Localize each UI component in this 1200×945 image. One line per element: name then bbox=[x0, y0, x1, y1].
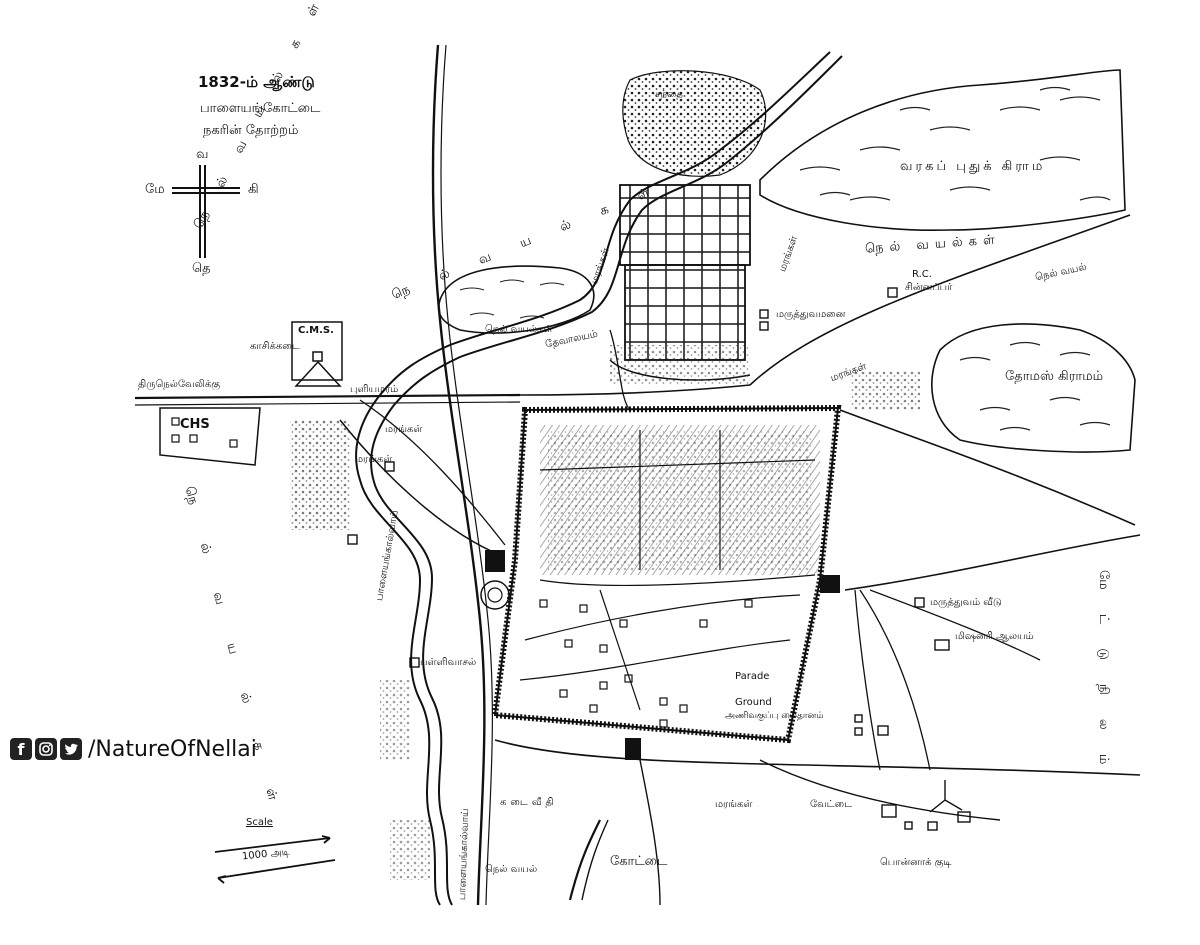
label-parade-tamil: அணிவகுப்பு மைதானம் bbox=[725, 711, 824, 721]
map-title-line-3: நகரின் தோற்றம் bbox=[203, 123, 299, 138]
label-tamarind: புளியமரம் bbox=[350, 384, 399, 395]
label-south-gate: கோட்டை bbox=[610, 854, 668, 869]
west-road bbox=[134, 393, 521, 400]
label-varagu-village: வரகப் புதுக் கிராம bbox=[900, 159, 1046, 174]
label-nel-vayalgal-3: நெல் வயல்கள் bbox=[485, 324, 553, 335]
twitter-icon[interactable] bbox=[60, 738, 82, 760]
scale-label: Scale bbox=[246, 817, 273, 828]
instagram-icon[interactable] bbox=[35, 738, 57, 760]
label-parade: Parade bbox=[735, 671, 770, 682]
chs-compound bbox=[159, 407, 261, 466]
compass-south: தெ bbox=[192, 261, 211, 276]
cms-compound bbox=[291, 321, 343, 387]
label-marangal-south: மரங்கள் bbox=[715, 799, 753, 810]
northeast-hill bbox=[759, 69, 1126, 232]
label-cms: C.M.S. bbox=[298, 325, 334, 336]
compass bbox=[172, 165, 240, 258]
label-mosque: பள்ளிவாசல் bbox=[420, 657, 477, 668]
label-marangal-3: மரங்கள் bbox=[385, 424, 423, 435]
label-east-fields: மே ட் டு நி ல ம் bbox=[1096, 570, 1111, 775]
east-hill bbox=[931, 323, 1136, 453]
label-bazaar: கடைவீதி bbox=[500, 797, 558, 808]
west-hill bbox=[437, 265, 595, 334]
label-marangal-4: மரங்கள் bbox=[355, 454, 393, 465]
fort bbox=[485, 404, 842, 760]
label-maruthuvam: மருத்துவம் வீடு bbox=[930, 597, 1002, 608]
label-tirunelveli-road: திருநெல்வேலிக்கு bbox=[138, 379, 221, 390]
label-kasikadai: காசிக்கடை bbox=[250, 341, 300, 352]
label-hospital: மருத்துவமனை bbox=[776, 309, 846, 320]
label-market: சந்தை bbox=[655, 89, 683, 100]
label-thomas-village: தோமஸ் கிராமம் bbox=[1005, 369, 1104, 384]
town-grid-north bbox=[619, 184, 751, 266]
scale-bar bbox=[214, 835, 336, 884]
compass-east: கி bbox=[248, 182, 259, 197]
compass-west: மே bbox=[145, 182, 165, 197]
label-nel-vayal-south: நெல் வயல் bbox=[485, 864, 538, 875]
label-vetrivel: வேட்டை bbox=[810, 799, 853, 810]
label-ground: Ground bbox=[735, 697, 772, 708]
watermark: f /NatureOfNellai bbox=[10, 734, 257, 764]
north-grove bbox=[622, 70, 767, 177]
label-chs: CHS bbox=[180, 417, 210, 432]
river bbox=[355, 51, 843, 906]
facebook-icon[interactable]: f bbox=[10, 738, 32, 760]
label-missionary: மிஷனரி ஆலயம் bbox=[955, 631, 1034, 642]
map-title-line-2: பாளையங்கோட்டை bbox=[200, 101, 321, 116]
north-south-road bbox=[431, 44, 486, 906]
town-grid-south bbox=[624, 264, 746, 361]
watermark-handle[interactable]: /NatureOfNellai bbox=[88, 736, 257, 762]
label-st-sebastian: சின்னப்பர் bbox=[905, 282, 953, 293]
map-title-line-1: 1832-ம் ஆண்டு bbox=[198, 73, 315, 91]
compass-north: வ bbox=[196, 147, 209, 162]
label-south-village: பொன்னாக் குடி bbox=[880, 857, 952, 868]
label-rc: R.C. bbox=[912, 269, 932, 280]
